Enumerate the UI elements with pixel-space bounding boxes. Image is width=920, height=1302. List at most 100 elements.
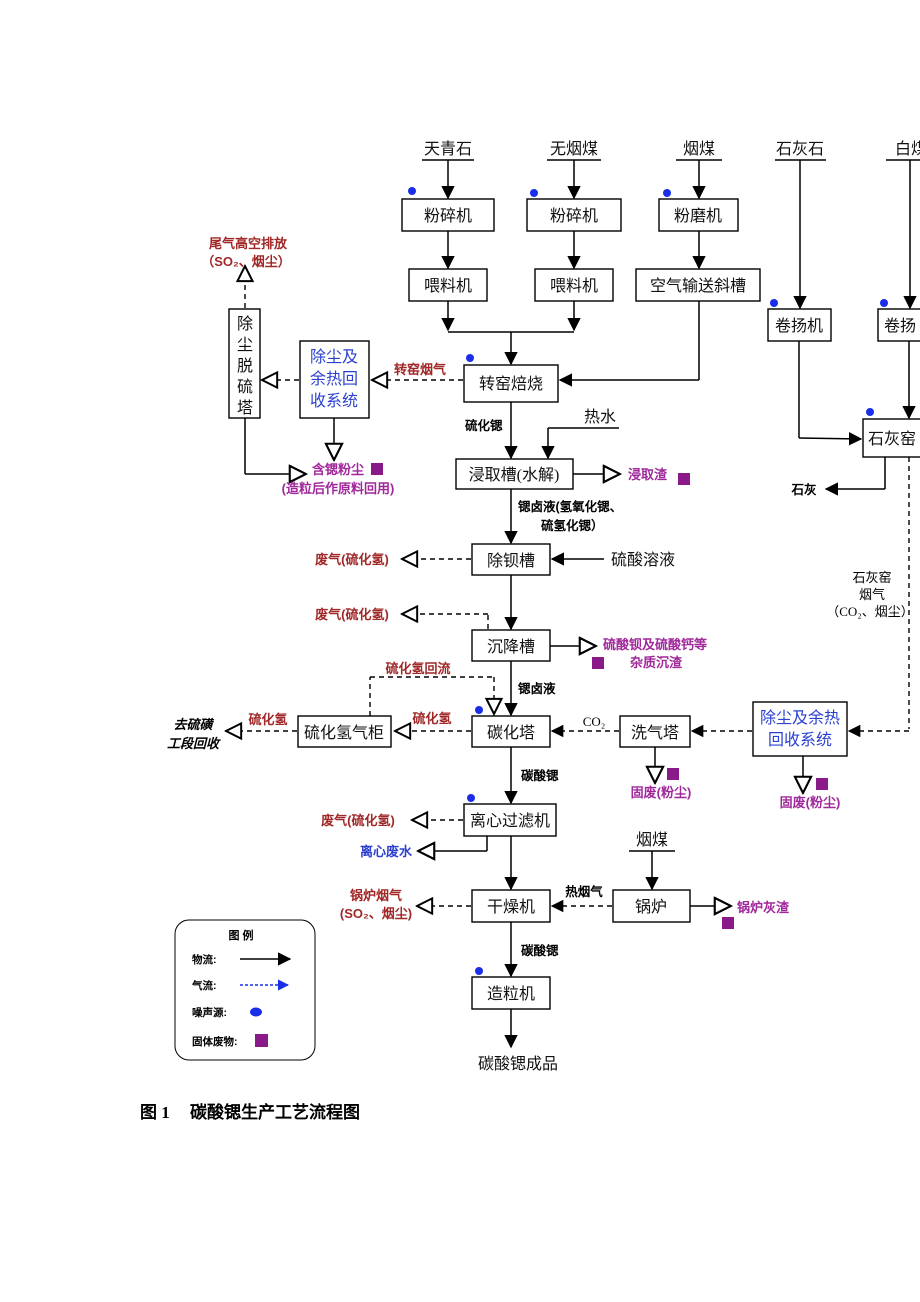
centrifuge-box (463, 803, 557, 837)
lime-kiln-gas-label-2: 烟气 (859, 587, 885, 602)
strontium-carbonate-label-1: 碳酸锶 (521, 768, 559, 783)
boiler-box (612, 889, 691, 923)
tower-char-2: 尘 (237, 336, 253, 354)
strontium-carbonate-label-2: 碳酸锶 (521, 943, 559, 958)
desulfur-recovery-label-1: 去硫磺 (173, 717, 214, 732)
solid-waste-marker (371, 463, 383, 475)
carbonation-tower-label: 碳化塔 (487, 724, 535, 742)
noise-marker (466, 354, 474, 362)
settling-tank-label: 沉降槽 (487, 638, 535, 656)
noise-marker (250, 1007, 262, 1017)
raw-limestone: 石灰石 (776, 140, 824, 158)
legend-noise-source: 噪声源: (192, 1006, 227, 1019)
centrifuge-label: 离心过滤机 (470, 812, 550, 830)
legend-title: 图 例 (228, 928, 253, 942)
tower-char-3: 脱 (237, 357, 253, 375)
solid-waste-marker (722, 917, 734, 929)
feeder-2-box (534, 268, 614, 302)
figure-number: 图 1 (140, 1103, 170, 1122)
feeder-2-label: 喂料机 (550, 277, 598, 295)
boiler-label: 锅炉 (635, 898, 667, 916)
tail-gas-label-2: （SO₂、烟尘） (201, 254, 291, 269)
raw-anthracite: 无烟煤 (550, 140, 598, 158)
product-label: 碳酸锶成品 (478, 1055, 558, 1073)
lime-kiln-gas-label-1: 石灰窑 (852, 570, 891, 585)
strontium-dust-label: 含锶粉尘 (311, 462, 364, 477)
recovery-1-line-2: 余热回 (310, 369, 358, 388)
lime-kiln-gas-label-3: （CO₂、烟尘） (826, 604, 914, 619)
lime-kiln-box (862, 418, 920, 458)
hoist-1-label: 卷扬机 (775, 317, 823, 335)
hoist-1-box (767, 308, 832, 342)
hot-flue-gas-label: 热烟气 (565, 884, 603, 899)
legend: 图 例 物流: 气流: 噪声源: 固体废物: (174, 919, 316, 1061)
lime-output-label: 石灰 (790, 482, 817, 497)
barium-removal-box (471, 543, 551, 576)
crusher-1-box (401, 198, 495, 232)
leach-tank-label: 浸取槽(水解) (469, 466, 560, 484)
feeder-1-label: 喂料机 (424, 277, 472, 295)
solid-waste-marker (816, 778, 828, 790)
barium-residue-label-1: 硫酸钡及硫酸钙等 (603, 637, 707, 652)
raw-white-coal: 白煤 (895, 140, 920, 158)
lime-kiln-label: 石灰窑 (868, 430, 916, 448)
tower-char-5: 塔 (237, 399, 253, 417)
dryer-label: 干燥机 (487, 898, 535, 916)
desulfurization-tower-box (228, 308, 261, 419)
sulfuric-acid-label: 硫酸溶液 (611, 551, 675, 569)
kiln-flue-gas-label: 转窑烟气 (394, 362, 446, 377)
solid-waste-dust-2: 固废(粉尘) (780, 795, 841, 810)
figure-title: 碳酸锶生产工艺流程图 (190, 1102, 360, 1122)
crusher-2-label: 粉碎机 (550, 207, 598, 225)
raw-celestite: 天青石 (424, 140, 472, 158)
solid-waste-dust-1: 固废(粉尘) (631, 785, 692, 800)
centrifuge-wastewater-label: 离心废水 (360, 844, 413, 859)
dust-reuse-label: (造粒后作原料回用) (282, 481, 395, 496)
solid-waste-marker (592, 657, 604, 669)
barium-removal-label: 除钡槽 (487, 552, 535, 570)
scrubber-box (619, 715, 691, 748)
h2s-reflux-label: 硫化氢回流 (385, 661, 450, 676)
tail-gas-label-1: 尾气高空排放 (209, 236, 288, 251)
barium-residue-label-2: 杂质沉渣 (630, 655, 683, 670)
brine-label-2: 硫氢化锶） (541, 518, 604, 533)
noise-marker (663, 189, 671, 197)
waste-gas-h2s-3: 废气(硫化氢) (321, 813, 395, 828)
sr-brine-label: 锶卤液 (517, 681, 556, 696)
granulator-box (471, 976, 551, 1010)
hoist-2-box (877, 308, 920, 342)
noise-marker (475, 967, 483, 975)
scrubber-label: 洗气塔 (631, 724, 679, 742)
noise-marker (530, 189, 538, 197)
crusher-2-box (526, 198, 622, 232)
boiler-flue-gas-label-1: 锅炉烟气 (350, 888, 402, 903)
noise-marker (880, 299, 888, 307)
legend-solid-waste: 固体废物: (192, 1035, 238, 1048)
tower-char-1: 除 (237, 315, 253, 333)
recovery-1-line-3: 收系统 (310, 392, 358, 410)
granulator-label: 造粒机 (487, 985, 535, 1003)
raw-bituminous-coal: 烟煤 (683, 140, 715, 158)
leach-residue-label: 浸取渣 (628, 467, 668, 482)
rotary-kiln-box (463, 364, 559, 403)
solid-waste-marker (255, 1034, 268, 1047)
recovery-2-line-2: 回收系统 (768, 731, 832, 749)
rotary-kiln-label: 转窑焙烧 (479, 375, 543, 393)
waste-gas-h2s-2: 废气(硫化氢) (315, 607, 389, 622)
h2s-label-1: 硫化氢 (248, 712, 287, 727)
noise-marker (408, 187, 416, 195)
noise-marker (475, 706, 483, 714)
raw-bituminous-coal-2: 烟煤 (636, 831, 668, 849)
waste-gas-h2s-1: 废气(硫化氢) (315, 552, 389, 567)
strontium-sulfide-label: 硫化锶 (465, 418, 503, 433)
legend-gas-flow: 气流: (191, 979, 217, 992)
carbonation-tower-box (471, 715, 551, 748)
brine-label-1: 锶卤液(氢氧化锶、 (517, 499, 622, 514)
noise-marker (467, 794, 475, 802)
air-chute-box (635, 268, 761, 302)
recovery-1-line-1: 除尘及 (310, 348, 358, 366)
boiler-flue-gas-label-2: (SO₂、烟尘) (340, 906, 412, 921)
co2-label: CO₂ (583, 714, 606, 729)
h2s-holder-label: 硫化氢气柜 (304, 724, 384, 742)
